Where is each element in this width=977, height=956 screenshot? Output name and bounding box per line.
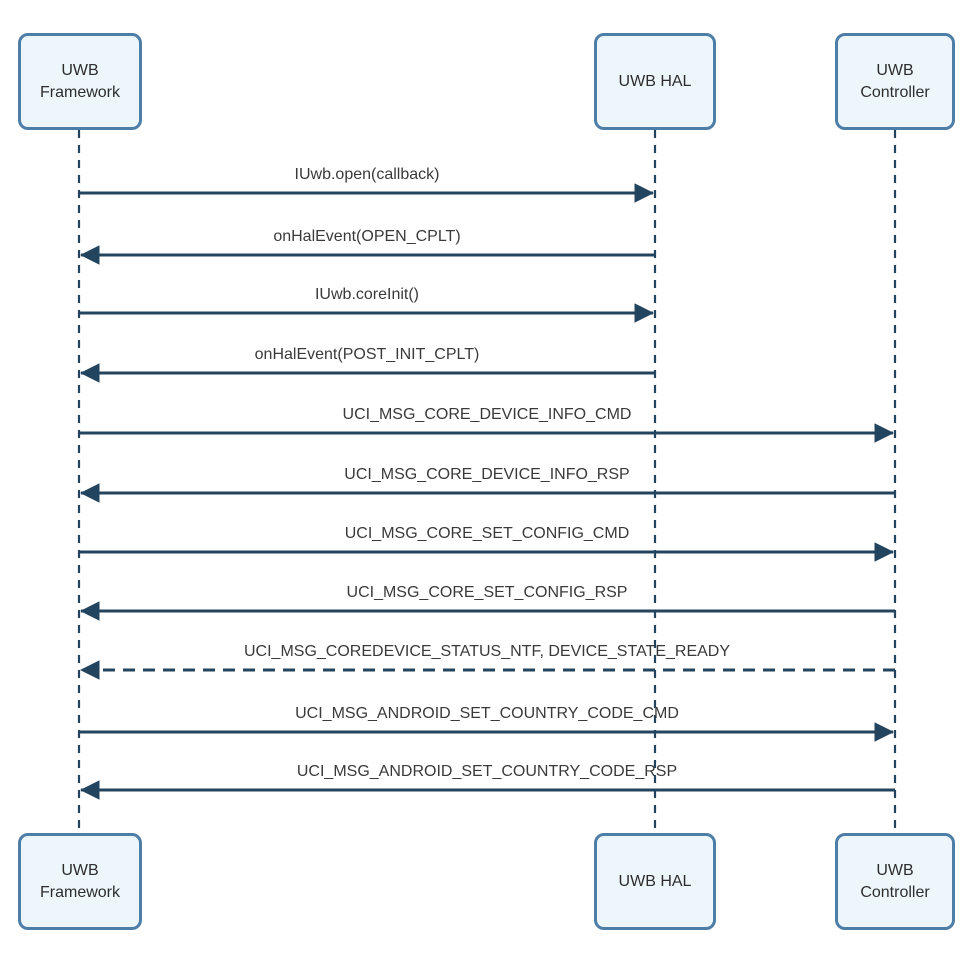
message-label-6: UCI_MSG_CORE_SET_CONFIG_CMD bbox=[344, 525, 630, 542]
actor-label: UWB HAL bbox=[618, 872, 692, 890]
message-label-5: UCI_MSG_CORE_DEVICE_INFO_RSP bbox=[344, 466, 630, 483]
actor-box-uwb-framework-bottom: UWB Framework bbox=[18, 833, 142, 930]
actor-label: UWB Framework bbox=[39, 861, 120, 901]
message-label-4: UCI_MSG_CORE_DEVICE_INFO_CMD bbox=[342, 406, 632, 423]
actor-box-uwb-controller-top: UWB Controller bbox=[835, 33, 955, 130]
actor-box-uwb-controller-bottom: UWB Controller bbox=[835, 833, 955, 930]
message-label-7: UCI_MSG_CORE_SET_CONFIG_RSP bbox=[346, 584, 628, 601]
message-label-8: UCI_MSG_COREDEVICE_STATUS_NTF, DEVICE_ST… bbox=[243, 643, 731, 660]
message-label-2: IUwb.coreInit() bbox=[314, 286, 420, 303]
message-label-0: IUwb.open(callback) bbox=[294, 166, 440, 183]
message-label-9: UCI_MSG_ANDROID_SET_COUNTRY_CODE_CMD bbox=[295, 705, 679, 722]
actor-label: UWB Controller bbox=[860, 61, 930, 101]
actor-label: UWB Controller bbox=[860, 861, 930, 901]
actor-label: UWB Framework bbox=[39, 61, 120, 101]
actor-box-uwb-hal-bottom: UWB HAL bbox=[594, 833, 716, 930]
actor-label: UWB HAL bbox=[618, 72, 692, 90]
actor-box-uwb-hal-top: UWB HAL bbox=[594, 33, 716, 130]
actor-box-uwb-framework-top: UWB Framework bbox=[18, 33, 142, 130]
message-label-3: onHalEvent(POST_INIT_CPLT) bbox=[254, 346, 480, 363]
message-label-10: UCI_MSG_ANDROID_SET_COUNTRY_CODE_RSP bbox=[296, 763, 678, 780]
message-label-1: onHalEvent(OPEN_CPLT) bbox=[273, 228, 461, 245]
